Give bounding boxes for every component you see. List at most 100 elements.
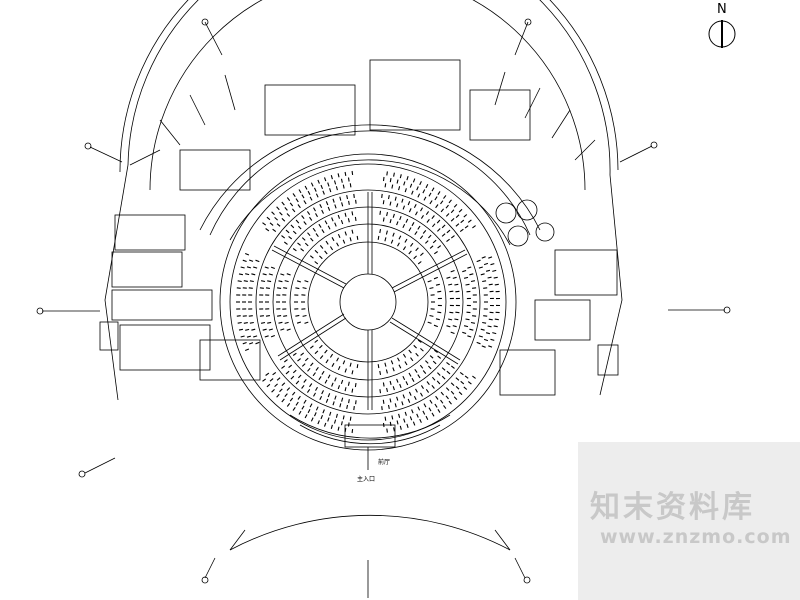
- seat-mark: [404, 238, 408, 243]
- seat-mark: [411, 377, 415, 382]
- seat-mark: [483, 262, 489, 266]
- seat-mark: [437, 191, 441, 195]
- seat-mark: [349, 237, 352, 242]
- seat-mark: [249, 342, 254, 345]
- seat-mark: [422, 189, 426, 194]
- seat-mark: [286, 387, 291, 391]
- seat-mark: [321, 390, 324, 395]
- seat-mark: [382, 382, 385, 387]
- seat-mark: [309, 403, 313, 408]
- left-wing-edge: [104, 164, 129, 401]
- seat-mark: [351, 211, 354, 216]
- seat-mark: [446, 276, 451, 279]
- seat-mark: [401, 401, 404, 406]
- seat-mark: [314, 261, 319, 265]
- seat-mark: [317, 420, 320, 425]
- seat-mark: [396, 420, 399, 425]
- seat-mark: [413, 203, 417, 209]
- watermark-site-name: 知末资料库: [590, 490, 755, 525]
- seat-mark: [402, 375, 406, 381]
- seat-mark: [435, 283, 440, 286]
- seat-mark: [464, 375, 469, 379]
- seat-mark: [446, 361, 450, 366]
- seat-mark: [327, 225, 331, 230]
- seat-mark: [482, 280, 487, 283]
- seat-mark: [389, 178, 392, 183]
- seat-mark: [454, 318, 459, 321]
- seat-mark: [465, 318, 470, 321]
- seat-mark: [262, 222, 267, 226]
- seat-mark: [392, 213, 395, 218]
- central-stage: [339, 273, 397, 331]
- seat-mark: [384, 237, 387, 242]
- seat-mark: [354, 383, 357, 388]
- seat-mark: [425, 211, 430, 216]
- seat-mark: [327, 182, 330, 187]
- aisle-ne: [391, 249, 466, 289]
- seat-mark: [406, 423, 409, 428]
- seat-mark: [446, 229, 451, 234]
- seat-mark: [295, 219, 300, 224]
- seat-mark: [415, 388, 418, 393]
- seat-mark: [429, 399, 433, 404]
- auditorium-ring-3: [255, 189, 481, 415]
- seat-mark: [324, 349, 328, 354]
- seat-mark: [314, 412, 317, 417]
- seat-mark: [488, 345, 493, 348]
- seat-mark: [274, 216, 278, 221]
- seat-mark: [432, 239, 437, 244]
- seat-mark: [433, 324, 438, 328]
- seat-mark: [432, 360, 437, 365]
- room-north-2: [369, 59, 461, 131]
- seat-mark: [320, 414, 324, 420]
- seat-mark: [318, 376, 322, 381]
- seat-mark: [431, 187, 435, 192]
- seat-mark: [291, 391, 296, 396]
- seat-mark: [286, 328, 291, 331]
- seat-mark: [422, 230, 427, 234]
- seat-mark: [286, 273, 291, 276]
- room-left-5: [199, 339, 261, 381]
- entrance-label: 主入口: [357, 476, 376, 483]
- seat-mark: [398, 235, 402, 240]
- seat-mark: [290, 375, 295, 380]
- seat-mark: [344, 231, 347, 236]
- seat-mark: [445, 387, 450, 391]
- seat-mark: [425, 360, 429, 364]
- seat-mark: [389, 421, 392, 426]
- seat-mark: [469, 273, 474, 276]
- seat-mark: [389, 398, 392, 403]
- seat-mark: [467, 381, 472, 385]
- seat-mark: [236, 315, 241, 317]
- right-wing-edge: [599, 174, 623, 396]
- watermark-url: www.znzmo.com: [600, 526, 792, 548]
- seat-mark: [481, 256, 486, 259]
- seat-mark: [408, 250, 412, 255]
- outer-envelope-arc-2: [119, 0, 619, 173]
- seat-mark: [246, 266, 252, 269]
- seat-mark: [483, 338, 489, 342]
- south-lobby-arc: [289, 414, 451, 439]
- lobby-label: 前厅: [378, 459, 391, 466]
- seat-mark: [437, 228, 441, 232]
- seat-mark: [448, 400, 452, 405]
- seat-mark: [408, 208, 412, 213]
- seat-mark: [391, 415, 394, 420]
- seat-mark: [416, 413, 419, 418]
- seat-mark: [312, 227, 316, 232]
- corridor-arc-2: [209, 130, 531, 236]
- seat-mark: [278, 280, 283, 283]
- seat-mark: [448, 199, 452, 204]
- seat-mark: [440, 391, 445, 396]
- seat-mark: [323, 422, 327, 427]
- seat-mark: [314, 249, 319, 254]
- seat-mark: [324, 379, 328, 384]
- seat-mark: [348, 399, 350, 404]
- seat-mark: [351, 170, 354, 175]
- seat-mark: [334, 395, 337, 400]
- seat-mark: [419, 235, 424, 240]
- seat-mark: [281, 218, 286, 222]
- seat-mark: [453, 396, 458, 400]
- seat-mark: [351, 388, 354, 393]
- seat-mark: [319, 355, 324, 359]
